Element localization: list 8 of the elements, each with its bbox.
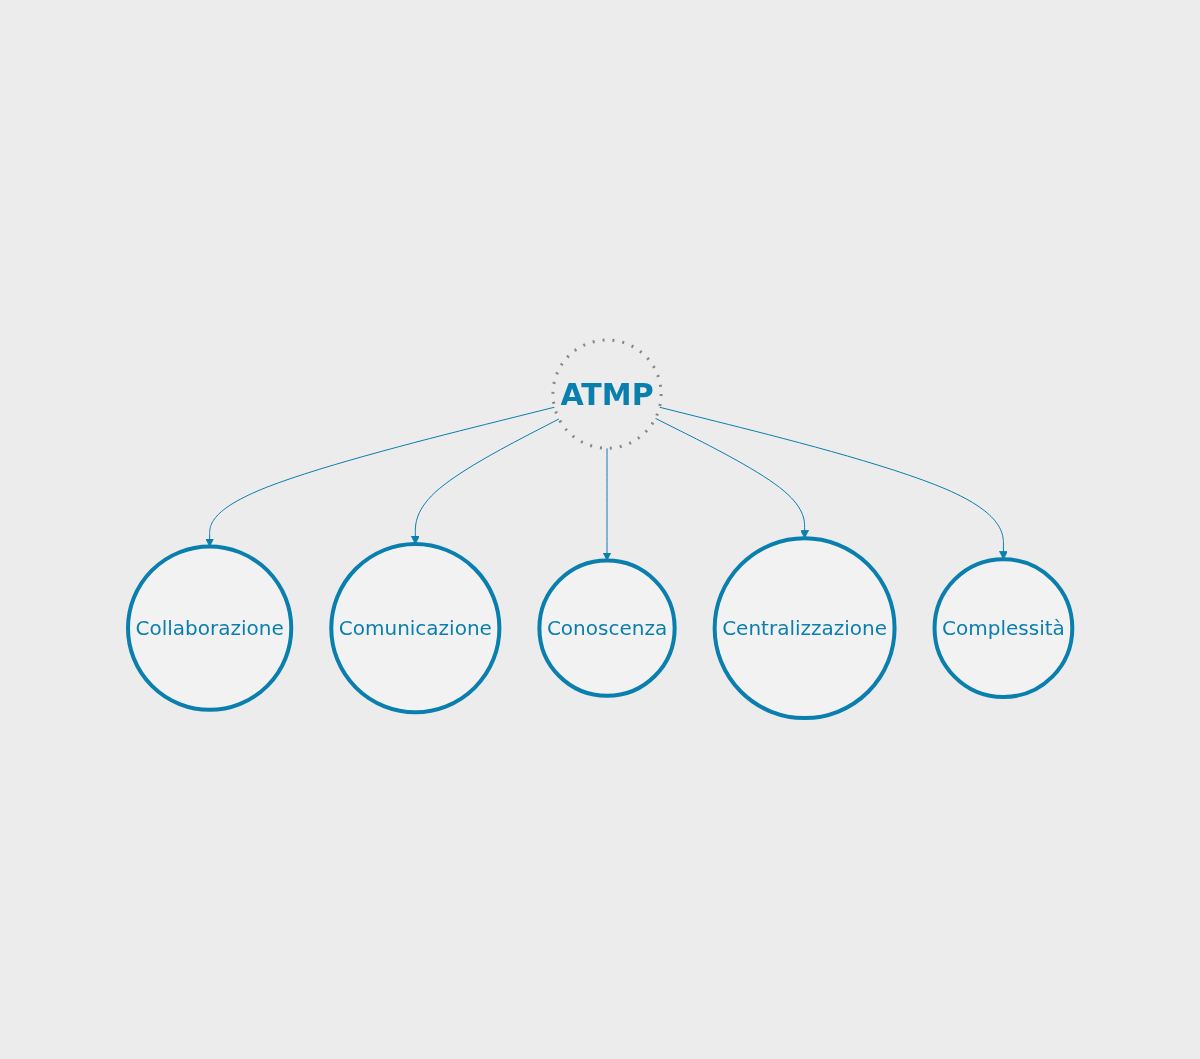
node-circle: Conoscenza <box>537 558 677 699</box>
arrow <box>602 448 612 562</box>
node-circle: Centralizzazione <box>712 536 897 721</box>
arrow <box>205 407 555 548</box>
node-circle: ATMP <box>551 338 663 451</box>
node-circle: Collaborazione <box>125 544 294 713</box>
node-circle: Comunicazione <box>329 542 502 715</box>
node-circle: Complessità <box>932 557 1075 700</box>
